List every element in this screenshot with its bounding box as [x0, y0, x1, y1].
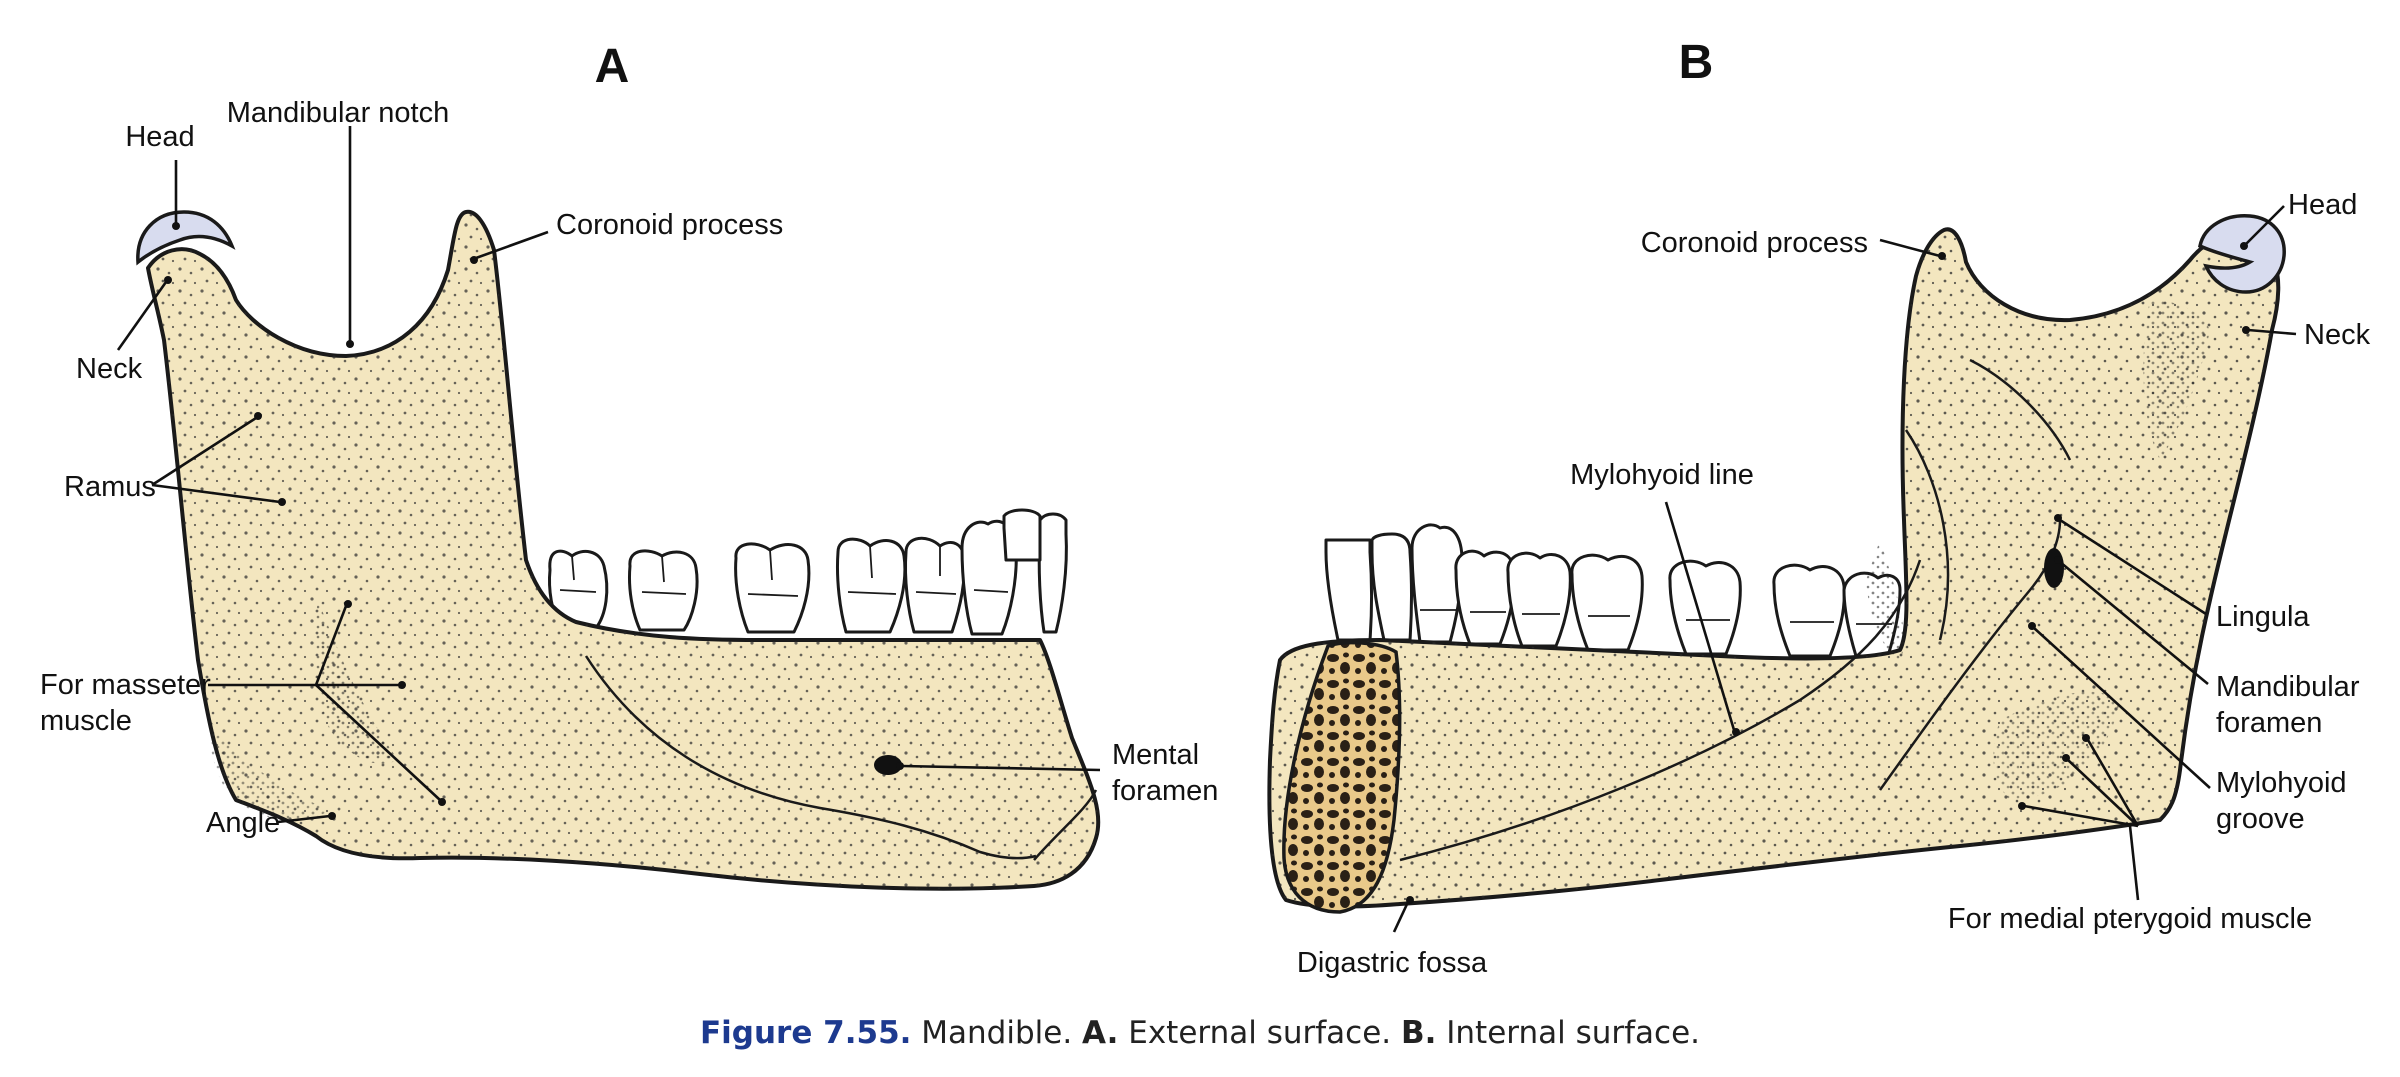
- label-b-coronoid-process: Coronoid process: [1641, 227, 1868, 259]
- panel-a-leaders: [116, 126, 1101, 824]
- label-b-neck: Neck: [2304, 319, 2371, 351]
- panel-b: B: [1267, 36, 2371, 979]
- label-a-masseter-2: muscle: [40, 705, 132, 737]
- mental-foramen-hole: [874, 755, 902, 775]
- panel-b-cut-section: [1282, 640, 1402, 914]
- label-b-medial-pterygoid: For medial pterygoid muscle: [1948, 903, 2312, 935]
- label-b-lingula: Lingula: [2216, 601, 2310, 633]
- label-b-mylohyoid-groove-2: groove: [2216, 803, 2305, 835]
- label-a-mental-2: foramen: [1112, 775, 1218, 807]
- label-b-mandibular-foramen-2: foramen: [2216, 707, 2322, 739]
- caption-a-letter: A.: [1082, 1015, 1119, 1051]
- label-a-angle: Angle: [206, 807, 280, 839]
- panel-a-condyle-head: [136, 210, 236, 266]
- label-a-coronoid-process: Coronoid process: [556, 209, 783, 241]
- caption-figure-number: Figure 7.55.: [699, 1015, 912, 1051]
- label-b-mylohyoid-line: Mylohyoid line: [1570, 459, 1754, 491]
- label-a-mandibular-notch: Mandibular notch: [227, 97, 449, 129]
- panel-a: A: [40, 40, 1218, 891]
- label-b-head: Head: [2288, 189, 2357, 221]
- figure-caption: Figure 7.55. Mandible. A. External surfa…: [0, 1015, 2400, 1051]
- label-a-mental-1: Mental: [1112, 739, 1199, 771]
- panel-b-leaders: [1392, 205, 2297, 933]
- label-a-head: Head: [125, 121, 194, 153]
- label-b-mandibular-foramen-1: Mandibular: [2216, 671, 2360, 703]
- panel-b-letter: B: [1679, 36, 1714, 89]
- label-b-digastric-fossa: Digastric fossa: [1297, 947, 1488, 979]
- panel-b-teeth: [1324, 523, 1902, 658]
- panel-b-condyle-head: [2198, 214, 2286, 294]
- label-b-mylohyoid-groove-1: Mylohyoid: [2216, 767, 2347, 799]
- panel-a-teeth: [548, 508, 1068, 636]
- label-a-ramus: Ramus: [64, 471, 156, 503]
- caption-text-1: Mandible.: [911, 1015, 1083, 1051]
- label-a-neck: Neck: [76, 353, 143, 385]
- mandibular-foramen-hole: [2044, 548, 2064, 588]
- panel-a-letter: A: [595, 40, 630, 93]
- caption-b-letter: B.: [1400, 1015, 1437, 1051]
- label-a-masseter-1: For masseter: [40, 669, 211, 701]
- caption-text-2: External surface.: [1118, 1015, 1401, 1051]
- caption-text-3: Internal surface.: [1436, 1015, 1700, 1051]
